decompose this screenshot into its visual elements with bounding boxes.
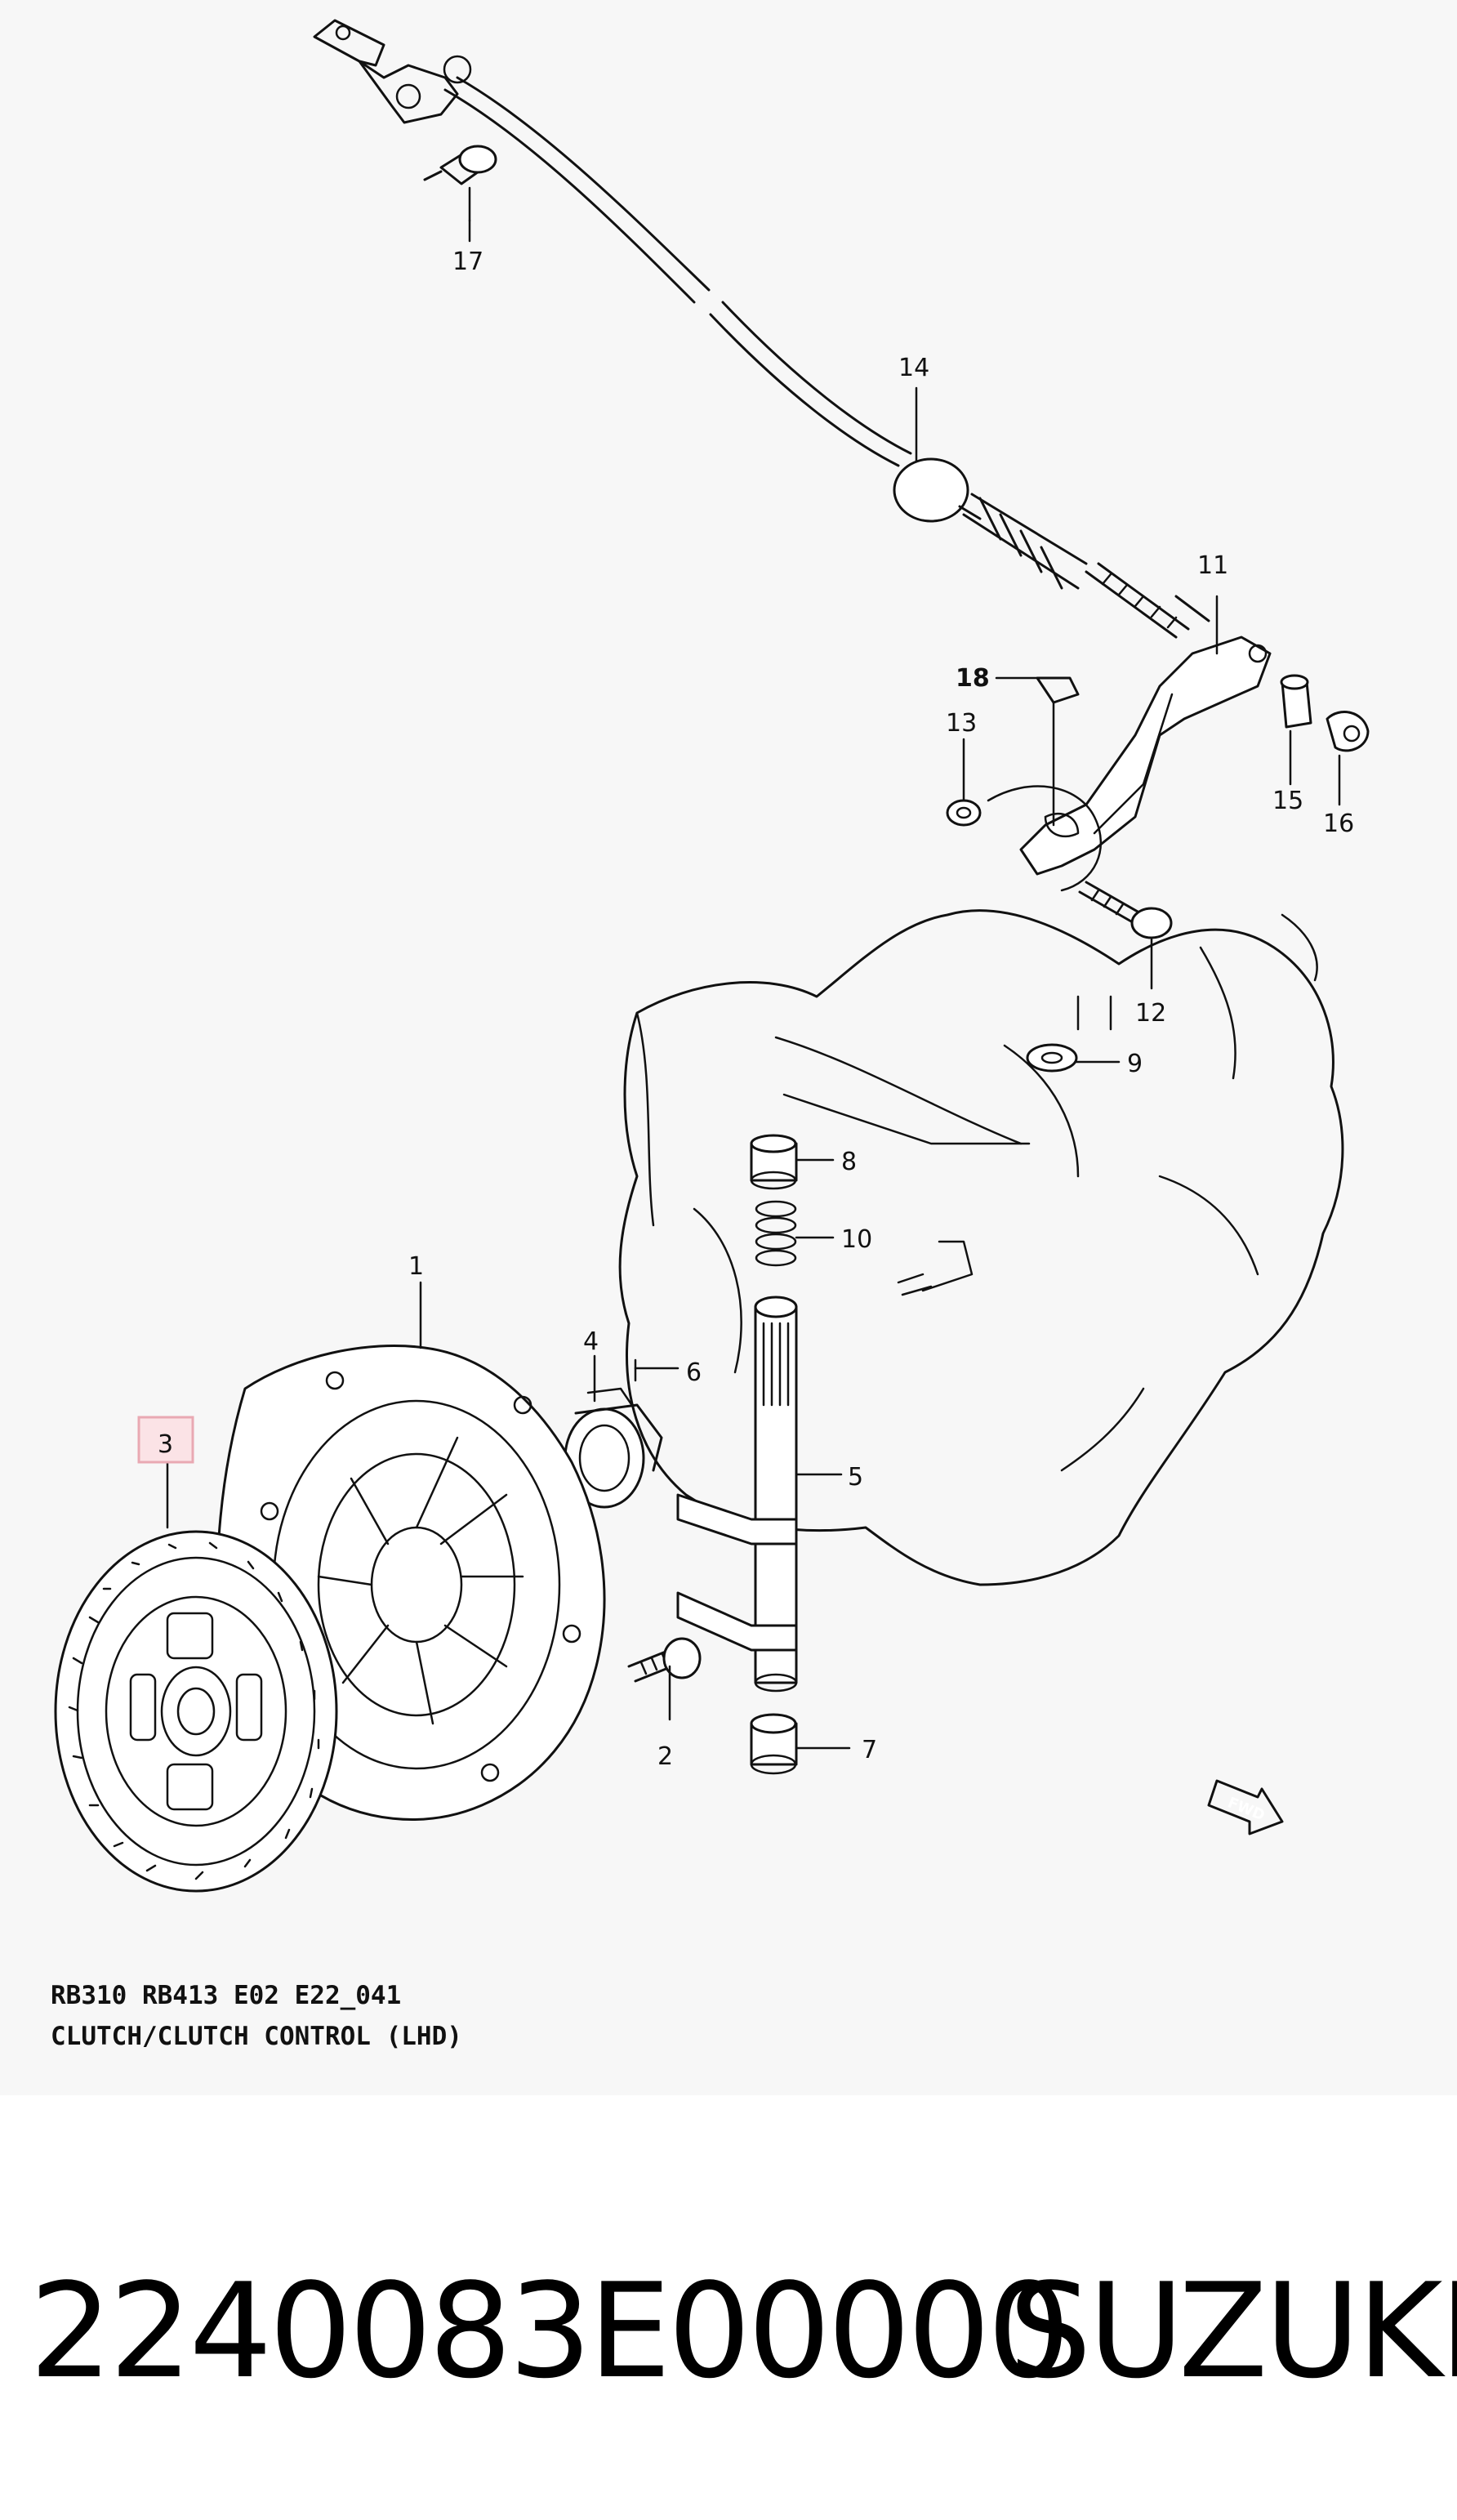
callout-16: 16 bbox=[1323, 810, 1354, 838]
diagram-code: RB310 RB413 E02 E22_041 bbox=[51, 1981, 402, 2010]
callout-13: 13 bbox=[946, 709, 977, 738]
release-bearing bbox=[564, 1387, 663, 1509]
diagram-title: CLUTCH/CLUTCH CONTROL (LHD) bbox=[51, 2022, 462, 2051]
callout-1: 1 bbox=[408, 1252, 424, 1281]
callout-15: 15 bbox=[1272, 787, 1303, 815]
callout-4: 4 bbox=[583, 1327, 599, 1356]
callout-6: 6 bbox=[686, 1358, 702, 1387]
callout-8: 8 bbox=[841, 1148, 857, 1176]
brand-name: SUZUKI bbox=[1009, 2255, 1457, 2407]
callout-10: 10 bbox=[841, 1225, 872, 1254]
spring-10 bbox=[755, 1200, 797, 1267]
release-shaft bbox=[676, 1296, 798, 1693]
bolt-2 bbox=[627, 1637, 702, 1683]
clutch-cable bbox=[313, 19, 1190, 639]
release-lever bbox=[1019, 595, 1272, 876]
diagram-panel: FWD 1 2 3 4 5 6 7 8 9 10 11 12 bbox=[51, 19, 1370, 2051]
bush-16 bbox=[1326, 711, 1370, 752]
leader-lines bbox=[166, 219, 1341, 1750]
washer-9 bbox=[1026, 1043, 1078, 1073]
callout-17: 17 bbox=[452, 248, 483, 276]
callout-12: 12 bbox=[1135, 999, 1166, 1028]
callout-labels: 1 2 3 4 5 6 7 8 9 10 11 12 13 14 15 16 1… bbox=[158, 248, 1354, 1771]
bush-7 bbox=[750, 1713, 798, 1775]
callout-18: 18 bbox=[956, 664, 990, 693]
transmission-case bbox=[618, 785, 1344, 1586]
fwd-arrow: FWD bbox=[1207, 1779, 1284, 1835]
bush-8 bbox=[750, 1134, 798, 1190]
callout-5: 5 bbox=[848, 1463, 863, 1492]
callout-9: 9 bbox=[1127, 1050, 1143, 1078]
callout-7: 7 bbox=[862, 1736, 877, 1764]
washer-13 bbox=[946, 799, 982, 827]
part-number: 2240083E00000 bbox=[29, 2255, 1071, 2407]
pin-15 bbox=[1280, 674, 1312, 729]
callout-11: 11 bbox=[1197, 551, 1228, 580]
callout-3: 3 bbox=[158, 1430, 173, 1459]
bolt-12 bbox=[1078, 881, 1173, 939]
callout-2: 2 bbox=[657, 1742, 673, 1771]
clutch-disc bbox=[54, 1530, 338, 1893]
callout-3-highlight bbox=[137, 1416, 194, 1464]
bolt-17 bbox=[423, 145, 497, 222]
callout-14: 14 bbox=[898, 354, 929, 382]
exploded-parts-diagram: FWD 1 2 3 4 5 6 7 8 9 10 11 12 bbox=[54, 19, 1370, 1893]
clip-18 bbox=[1036, 676, 1080, 838]
